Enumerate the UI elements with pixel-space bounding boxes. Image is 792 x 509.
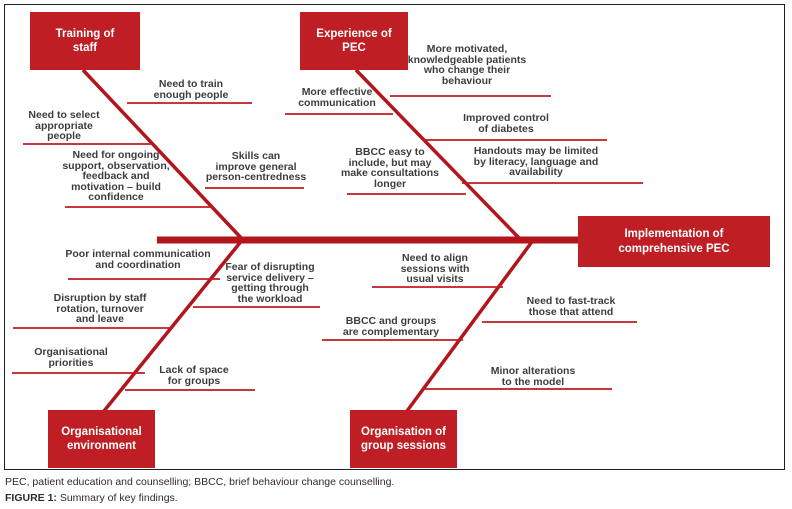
figure-caption-label: FIGURE 1: (5, 492, 57, 504)
cause-label-more-effective: More effective communication (298, 86, 376, 109)
cause-label-lack-of-space: Lack of space for groups (159, 364, 229, 387)
cause-label-bbcc-easy: BBCC easy to include, but may make consu… (340, 146, 440, 190)
category-box-training-of-staff: Training of staff (30, 12, 140, 70)
effect-box-implementation: Implementation of comprehensive PEC (578, 216, 770, 267)
category-box-experience-of-pec: Experience of PEC (300, 12, 408, 70)
cause-label-need-to-train: Need to train enough people (153, 78, 229, 101)
cause-label-improved-control: Improved control of diabetes (463, 112, 549, 135)
figure-caption: FIGURE 1: Summary of key findings. (5, 492, 178, 504)
cause-label-bbcc-groups: BBCC and groups are complementary (342, 315, 440, 338)
cause-label-minor-alterations: Minor alterations to the model (490, 365, 576, 388)
category-box-group-sessions: Organisation of group sessions (350, 410, 457, 468)
cause-label-poor-internal: Poor internal communication and coordina… (65, 248, 211, 271)
cause-label-handouts-limited: Handouts may be limited by literacy, lan… (473, 145, 599, 178)
figure-footnote: PEC, patient education and counselling; … (5, 476, 395, 488)
cause-label-align-sessions: Need to align sessions with usual visits (400, 252, 470, 285)
cause-label-fast-track: Need to fast-track those that attend (526, 295, 616, 318)
category-box-org-environment: Organisational environment (48, 410, 155, 468)
cause-label-disruption-staff: Disruption by staff rotation, turnover a… (53, 292, 147, 325)
cause-label-skills-improve: Skills can improve general person-centre… (205, 150, 307, 183)
cause-label-fear-disrupting: Fear of disrupting service delivery – ge… (225, 261, 315, 305)
cause-label-more-motivated: More motivated, knowledgeable patients w… (407, 43, 527, 87)
cause-label-need-to-select: Need to select appropriate people (28, 109, 100, 142)
cause-label-ongoing-support: Need for ongoing support, observation, f… (62, 149, 170, 203)
cause-label-org-priorities: Organisational priorities (34, 346, 108, 369)
figure-caption-text: Summary of key findings. (56, 492, 178, 504)
